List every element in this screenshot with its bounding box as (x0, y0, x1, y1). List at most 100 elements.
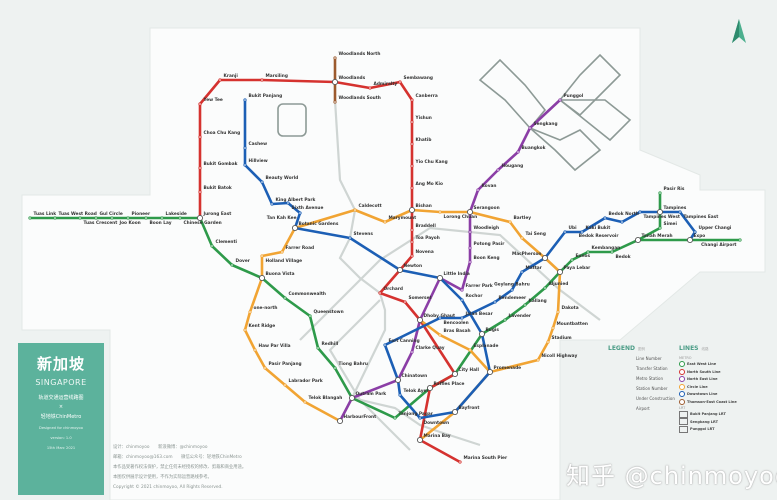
station[interactable]: Bukit Batok (198, 185, 232, 194)
station[interactable]: Farrer Road (280, 245, 314, 254)
station[interactable]: Bugis (478, 327, 499, 338)
station[interactable]: Geylang Bahru (494, 282, 530, 292)
station[interactable]: Bedok North (603, 211, 639, 220)
station[interactable]: Bencoolen (438, 316, 469, 326)
station[interactable]: Woodlands North (333, 51, 381, 60)
station[interactable]: Bayfront (451, 405, 479, 416)
station[interactable]: Marina South Pier (458, 455, 508, 464)
station[interactable]: Hillview (243, 158, 268, 167)
station[interactable]: Mattar (520, 265, 543, 274)
station[interactable]: Buona Vista (258, 271, 295, 282)
station[interactable]: Newton (396, 263, 422, 274)
station[interactable]: Stadium (546, 335, 572, 344)
station[interactable]: Tuas West Road (53, 211, 97, 220)
station[interactable]: Kent Ridge (243, 323, 275, 332)
station[interactable]: MacPherson (512, 251, 549, 262)
station[interactable]: Mountbatten (551, 321, 588, 330)
station[interactable]: Holland Village (260, 254, 302, 264)
station[interactable]: Somerset (403, 295, 432, 304)
station[interactable]: Jalan Besar (460, 311, 494, 320)
station[interactable]: Marina Bay (416, 433, 451, 444)
station[interactable]: Woodlands (331, 75, 366, 86)
station[interactable]: Dover (230, 258, 251, 267)
station[interactable]: Sembawang (398, 75, 433, 84)
station[interactable]: Telok Ayer (398, 388, 430, 397)
station[interactable]: Raffles Place (426, 381, 465, 392)
station[interactable]: Serangoon (466, 205, 500, 216)
station[interactable]: Sixth Avenue (286, 201, 324, 211)
station[interactable]: Orchard (378, 286, 403, 295)
station[interactable]: Tan Kah Kee (267, 211, 302, 221)
station[interactable]: HarbourFront (336, 414, 376, 425)
station[interactable]: Dhoby Ghaut (416, 313, 455, 324)
station[interactable]: Punggol (558, 93, 584, 102)
station[interactable]: Commonwealth (283, 291, 326, 300)
station[interactable]: Eunos (570, 253, 591, 262)
station[interactable]: Tuas Crescent (78, 216, 117, 226)
station[interactable]: Boon Keng (468, 255, 500, 264)
station[interactable]: Telok Blangah (303, 395, 342, 404)
station[interactable]: Lorong Chuan (438, 210, 477, 220)
station[interactable]: Bartley (508, 215, 531, 224)
station[interactable]: Promenade (486, 365, 521, 376)
station[interactable]: Toa Payoh (410, 235, 440, 244)
station[interactable]: Potong Pasir (468, 241, 505, 250)
station[interactable]: Tampines (656, 205, 687, 216)
station[interactable]: Farrer Park (460, 283, 493, 292)
station[interactable]: Tuas Link (28, 211, 56, 220)
station[interactable]: Joo Koon (110, 216, 141, 226)
station[interactable]: Cashew (243, 141, 267, 150)
station[interactable]: Labrador Park (283, 378, 323, 387)
station[interactable]: Bras Basah (438, 328, 471, 337)
station[interactable]: Botanic Gardens (291, 221, 339, 232)
station[interactable]: Lavender (503, 313, 532, 322)
station[interactable]: Kembangan (586, 245, 620, 254)
station[interactable]: Tiong Bahru (333, 361, 368, 370)
station[interactable]: Braddell (410, 223, 437, 232)
station[interactable]: Simei (658, 221, 678, 230)
station[interactable]: Nicoll Highway (536, 353, 578, 362)
station[interactable]: Admiralty (368, 81, 398, 90)
station[interactable]: City Hall (451, 367, 479, 378)
station[interactable]: Tai Seng (520, 231, 546, 240)
station[interactable]: Bishan (408, 203, 432, 214)
station[interactable]: Choa Chu Kang (198, 130, 240, 139)
station[interactable]: Tampines West (638, 210, 680, 220)
station[interactable]: Woodlands South (333, 95, 381, 104)
station[interactable]: Dakota (556, 305, 579, 314)
station[interactable]: Kovan (476, 183, 497, 192)
station[interactable]: Kallang (523, 298, 547, 307)
station[interactable]: Tanah Merah (634, 233, 673, 244)
station[interactable]: Redhill (316, 341, 339, 350)
station[interactable]: Hougang (496, 163, 523, 172)
station[interactable]: Kaki Bukit (580, 225, 610, 234)
station[interactable]: Outram Park (348, 391, 386, 402)
station[interactable]: Tampines East (678, 210, 718, 220)
station[interactable]: Aljunied (543, 281, 569, 290)
station[interactable]: Downtown (418, 416, 449, 426)
station[interactable]: Kranji (218, 73, 239, 82)
station[interactable]: King Albert Park (270, 197, 316, 206)
station[interactable]: Bedok (610, 250, 631, 260)
station[interactable]: Rochor (460, 293, 484, 302)
station[interactable]: Upper Changi (693, 225, 732, 234)
station[interactable]: Canberra (410, 93, 438, 102)
station[interactable]: Beauty World (260, 175, 298, 184)
station[interactable]: Bukit Gombak (198, 161, 238, 170)
station[interactable]: Haw Par Villa (253, 343, 291, 352)
station[interactable]: Little India (436, 271, 470, 282)
station[interactable]: Fort Canning (383, 338, 420, 347)
station[interactable]: Pasir Ris (658, 186, 685, 195)
station[interactable]: Novena (410, 249, 434, 258)
station[interactable]: Changi Airport (701, 238, 742, 248)
station[interactable]: Bendemeer (493, 295, 527, 304)
station[interactable]: Ubi (563, 225, 577, 234)
station[interactable]: Tanjong Pagar (393, 411, 434, 420)
station[interactable]: Marsiling (260, 73, 288, 82)
station[interactable]: Woodleigh (468, 225, 499, 234)
station[interactable]: Ang Mo Kio (410, 181, 443, 190)
station[interactable]: Boon Lay (144, 216, 172, 226)
station[interactable]: Marymount (383, 215, 416, 224)
station[interactable]: Sengkang (528, 121, 558, 130)
station[interactable]: Clarke Quay (410, 345, 445, 354)
